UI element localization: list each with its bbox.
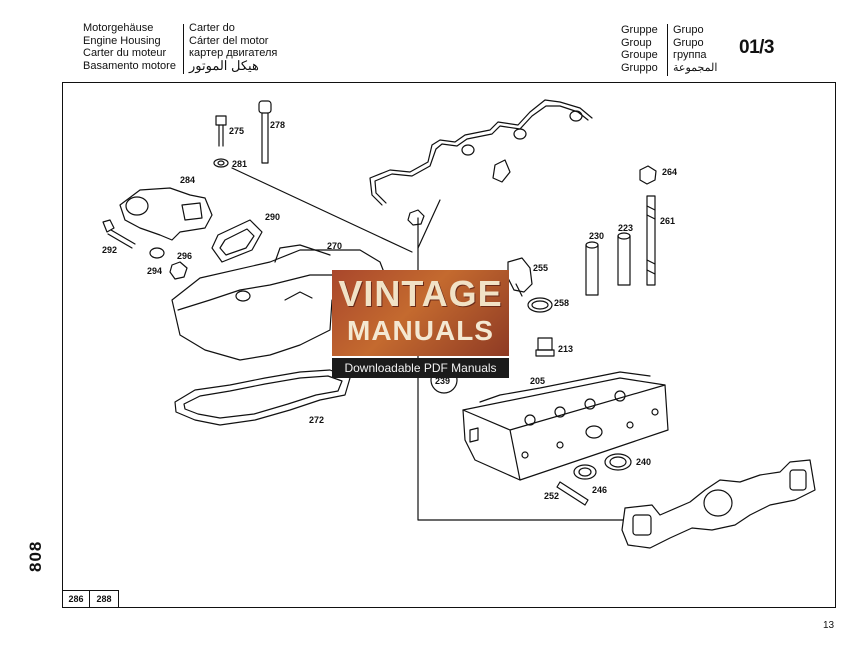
header-title-block-2: Carter do Cárter del motor картер двигат… [189, 22, 277, 72]
group-label-es: Grupo [673, 36, 704, 49]
nut-264 [639, 165, 657, 185]
group-label-en: Group [621, 36, 652, 49]
injector-255 [507, 257, 533, 297]
label-240: 240 [636, 457, 651, 467]
header-divider [183, 24, 184, 74]
label-213: 213 [558, 344, 573, 354]
label-252: 252 [544, 491, 559, 501]
label-255: 255 [533, 263, 548, 273]
label-205: 205 [530, 376, 545, 386]
seal-246 [573, 464, 597, 480]
label-275: 275 [229, 126, 244, 136]
leader-line [231, 167, 413, 253]
title-en: Engine Housing [83, 34, 161, 47]
label-261: 261 [660, 216, 675, 226]
group-labels: Gruppe Group Groupe Gruppo [621, 24, 658, 74]
valve-guide-223 [617, 232, 631, 286]
label-284: 284 [180, 175, 195, 185]
valve-guide-230 [585, 241, 599, 296]
label-246: 246 [592, 485, 607, 495]
label-230: 230 [589, 231, 604, 241]
title-de: Motorgehäuse [83, 22, 154, 34]
group-labels-2: Grupo Grupo группа المجموعة [673, 24, 717, 74]
title-ru: картер двигателя [189, 47, 278, 59]
title-pt: Carter do [189, 22, 235, 34]
plug-213 [535, 337, 555, 357]
watermark-tagline: Downloadable PDF Manuals [332, 358, 509, 378]
label-264: 264 [662, 167, 677, 177]
cylinder-head-205 [462, 371, 669, 481]
label-223: 223 [618, 223, 633, 233]
watermark-panel: VINTAGE MANUALS [332, 270, 509, 356]
label-239: 239 [435, 376, 450, 386]
stud-252 [556, 481, 589, 506]
title-ar: هيكل الموتور [189, 57, 259, 73]
seal-240 [604, 453, 632, 471]
nut-center [407, 209, 425, 226]
bolt-292 [102, 219, 136, 249]
part-labels: 275 278 281 284 290 292 294 296 270 272 … [102, 120, 677, 501]
injection-line [369, 99, 593, 206]
label-258: 258 [554, 298, 569, 308]
label-292: 292 [102, 245, 117, 255]
group-number: 01/3 [739, 37, 774, 58]
group-label-pt: Grupo [673, 24, 704, 36]
header-title-block: Motorgehäuse Engine Housing Carter du mo… [83, 22, 176, 72]
label-296: 296 [177, 251, 192, 261]
stud-261 [646, 195, 656, 286]
nut-296 [169, 261, 188, 280]
watermark-title: VINTAGE [338, 273, 503, 314]
diagram-frame [62, 82, 836, 608]
group-label-fr: Groupe [621, 49, 658, 61]
title-it: Basamento motore [83, 59, 176, 72]
gasket-290 [211, 219, 263, 263]
group-label-de: Gruppe [621, 24, 658, 36]
label-290: 290 [265, 212, 280, 222]
label-278: 278 [270, 120, 285, 130]
leader-line [417, 199, 441, 249]
label-294: 294 [147, 266, 162, 276]
label-272: 272 [309, 415, 324, 425]
watermark-subtitle: MANUALS [347, 315, 494, 346]
side-page-number: 808 [26, 540, 45, 572]
seal-258 [527, 297, 553, 313]
stud-278 [258, 100, 272, 164]
ref-page-286[interactable]: 286 [62, 590, 90, 608]
group-divider [667, 24, 668, 76]
ref-page-288[interactable]: 288 [89, 590, 119, 608]
washer-281 [213, 158, 229, 168]
page-number: 13 [823, 620, 835, 631]
group-label-it: Gruppo [621, 61, 658, 74]
title-fr: Carter du moteur [83, 47, 167, 59]
label-281: 281 [232, 159, 247, 169]
washer-294 [149, 247, 165, 259]
group-label-ru: группа [673, 49, 707, 61]
thermostat-housing-284 [119, 187, 213, 241]
vintage-manuals-watermark: VINTAGE MANUALS Downloadable PDF Manuals [332, 270, 509, 378]
title-es: Cárter del motor [189, 34, 269, 47]
label-270: 270 [327, 241, 342, 251]
exhaust-gasket [621, 459, 816, 549]
group-label-ar: المجموعة [673, 61, 718, 74]
bolt-275 [215, 115, 227, 147]
cover-gasket-272 [174, 369, 351, 426]
